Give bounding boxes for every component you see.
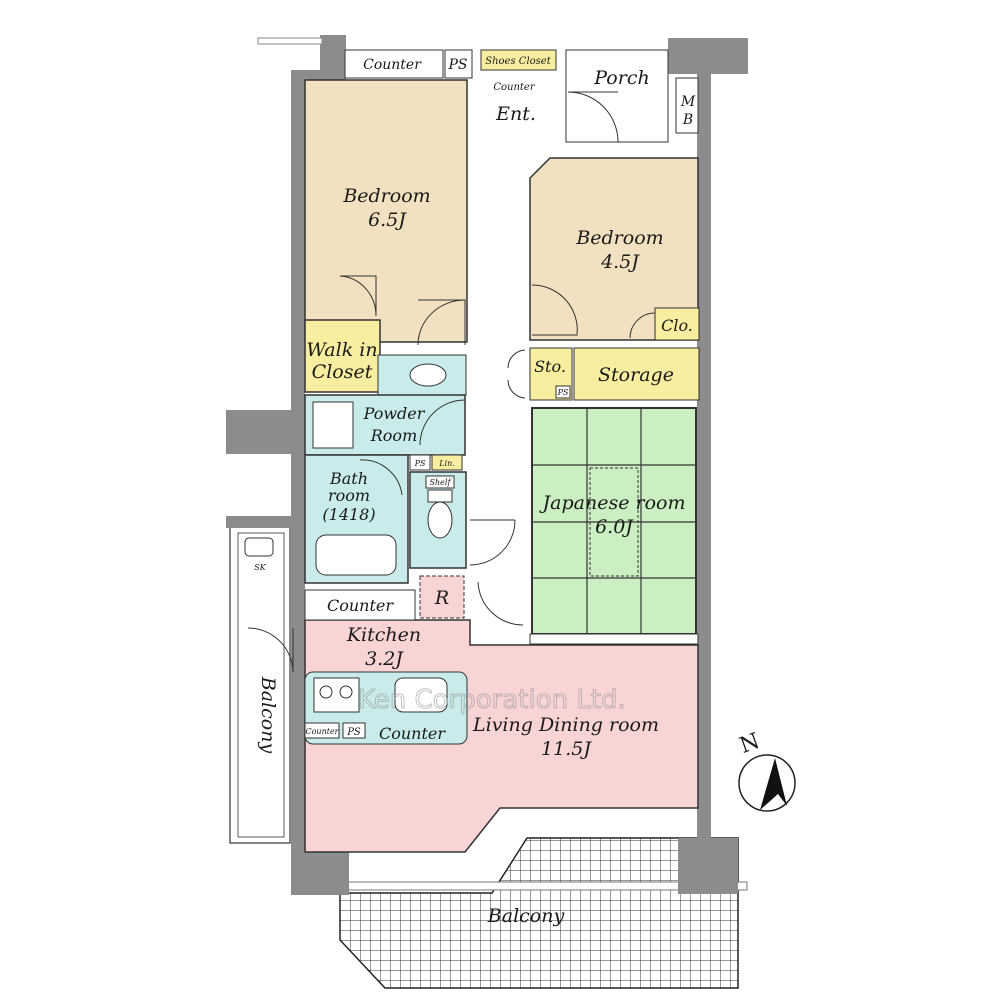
- walkin-closet: [304, 319, 381, 393]
- label-entrance: Ent.: [495, 103, 536, 125]
- door-storage: [507, 349, 526, 399]
- label-powder-1: Powder: [363, 404, 426, 423]
- label-kitchen-size: 3.2J: [365, 648, 404, 670]
- label-ps-sto: PS: [557, 388, 569, 397]
- washing-machine: [312, 401, 354, 449]
- label-mb-m: M: [680, 94, 696, 110]
- wall-west: [291, 70, 305, 892]
- fridge: [419, 575, 465, 619]
- watermark: Ken Corporation Ltd.: [358, 685, 626, 715]
- label-sk: SK: [254, 563, 266, 572]
- porch-door: [567, 91, 619, 143]
- label-counter-top: Counter: [363, 57, 422, 73]
- room-bedroom-6-5j: [304, 79, 468, 343]
- label-japanese: Japanese room: [539, 492, 686, 514]
- compass-letter: N: [736, 729, 763, 759]
- label-shoes-closet: Shoes Closet: [485, 56, 551, 67]
- label-bedroom-a-size: 6.5J: [368, 209, 407, 231]
- burner-a: [319, 685, 333, 699]
- sk-sink: [244, 537, 274, 557]
- label-bedroom-b-size: 4.5J: [600, 251, 640, 273]
- label-storage: Storage: [598, 364, 674, 386]
- door-powder: [419, 399, 466, 446]
- compass: N: [736, 729, 796, 812]
- label-shelf: Shelf: [430, 478, 453, 487]
- label-japanese-size: 6.0J: [595, 516, 634, 538]
- closet-clo: [654, 307, 700, 341]
- label-bath-3: (1418): [322, 505, 375, 524]
- wash-basin: [409, 363, 447, 387]
- label-walkin-1: Walk in: [306, 339, 377, 361]
- counter-kitchen: [304, 589, 416, 621]
- label-mb-b: B: [682, 112, 693, 128]
- shoes-closet: [480, 49, 557, 71]
- label-counter-kitchen: Counter: [327, 596, 394, 615]
- label-bedroom-a: Bedroom: [342, 185, 430, 207]
- label-bath-1: Bath: [329, 469, 368, 488]
- label-walkin-2: Closet: [312, 361, 373, 383]
- label-balcony-south: Balcony: [487, 905, 565, 927]
- label-ps-kitchen: PS: [346, 727, 361, 738]
- meter-box: [675, 77, 699, 134]
- label-counter-island: Counter: [379, 724, 446, 743]
- door-bedroom-b: [531, 284, 578, 336]
- label-counter-ent: Counter: [493, 82, 535, 93]
- ps-kitchen: [342, 722, 366, 739]
- bathtub: [315, 534, 397, 576]
- label-ps-top: PS: [447, 57, 467, 73]
- sash-nw: [257, 37, 323, 45]
- label-kitchen: Kitchen: [346, 624, 421, 646]
- room-bedroom-4-5j: [529, 157, 699, 341]
- burner-b: [339, 685, 353, 699]
- ps-top: [444, 49, 473, 79]
- door-clo: [629, 312, 656, 339]
- room-japanese: [531, 407, 697, 635]
- porch: [565, 49, 669, 143]
- label-living-size: 11.5J: [541, 738, 592, 760]
- wall-east: [697, 70, 711, 840]
- column-w2: [226, 516, 296, 528]
- toilet-tank: [427, 489, 453, 503]
- door-bedroom-a: [417, 299, 466, 346]
- compass-arrow-icon: [760, 758, 787, 810]
- counter-small: [304, 722, 340, 739]
- storage: [573, 347, 700, 401]
- door-toilet: [469, 519, 516, 566]
- toilet-bowl: [427, 501, 453, 539]
- counter-top: [344, 49, 444, 79]
- linen: [431, 454, 463, 471]
- shelf: [425, 475, 455, 489]
- label-counter-small: Counter: [305, 727, 339, 736]
- balcony-west-inner: [237, 532, 285, 838]
- ps-bath: [409, 454, 431, 471]
- kitchen-sink: [394, 677, 448, 713]
- wall-north: [291, 70, 345, 80]
- door-walkin: [339, 275, 377, 317]
- label-living: Living Dining room: [472, 714, 659, 736]
- label-clo: Clo.: [661, 316, 693, 335]
- label-linen: Lin.: [438, 459, 455, 468]
- ps-storage: [555, 385, 571, 399]
- label-balcony-west: Balcony: [257, 676, 279, 754]
- japanese-sill: [529, 633, 699, 645]
- door-bath: [359, 459, 403, 496]
- label-bath-2: room: [328, 486, 370, 505]
- column-nw: [320, 35, 346, 80]
- door-kitchen: [477, 581, 524, 626]
- label-sto: Sto.: [534, 357, 566, 376]
- label-bedroom-b: Bedroom: [575, 227, 663, 249]
- label-powder-2: Room: [370, 426, 417, 445]
- door-balcony-west: [247, 627, 294, 673]
- label-ps-bath: PS: [414, 459, 426, 468]
- balcony-west: [229, 526, 291, 844]
- label-fridge: R: [434, 587, 449, 609]
- tatami-lines: [532, 408, 696, 634]
- label-porch: Porch: [593, 67, 649, 89]
- column-ne: [668, 38, 748, 74]
- column-se: [678, 838, 738, 894]
- column-w: [226, 410, 296, 454]
